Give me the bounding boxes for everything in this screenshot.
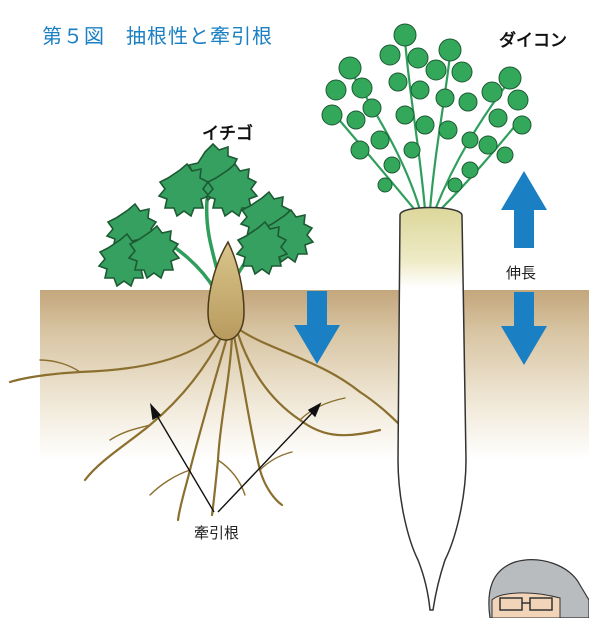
arrow-up-radish bbox=[501, 171, 547, 248]
character-illustration bbox=[489, 560, 589, 618]
radish-label: ダイコン bbox=[499, 26, 567, 51]
figure-title: 第５図 抽根性と牽引根 bbox=[42, 20, 273, 49]
radish-root bbox=[398, 208, 466, 611]
radish-leaves bbox=[322, 24, 531, 210]
contractile-roots-label: 牽引根 bbox=[194, 522, 239, 543]
elongation-label: 伸長 bbox=[506, 262, 536, 283]
strawberry-label: イチゴ bbox=[202, 119, 253, 144]
